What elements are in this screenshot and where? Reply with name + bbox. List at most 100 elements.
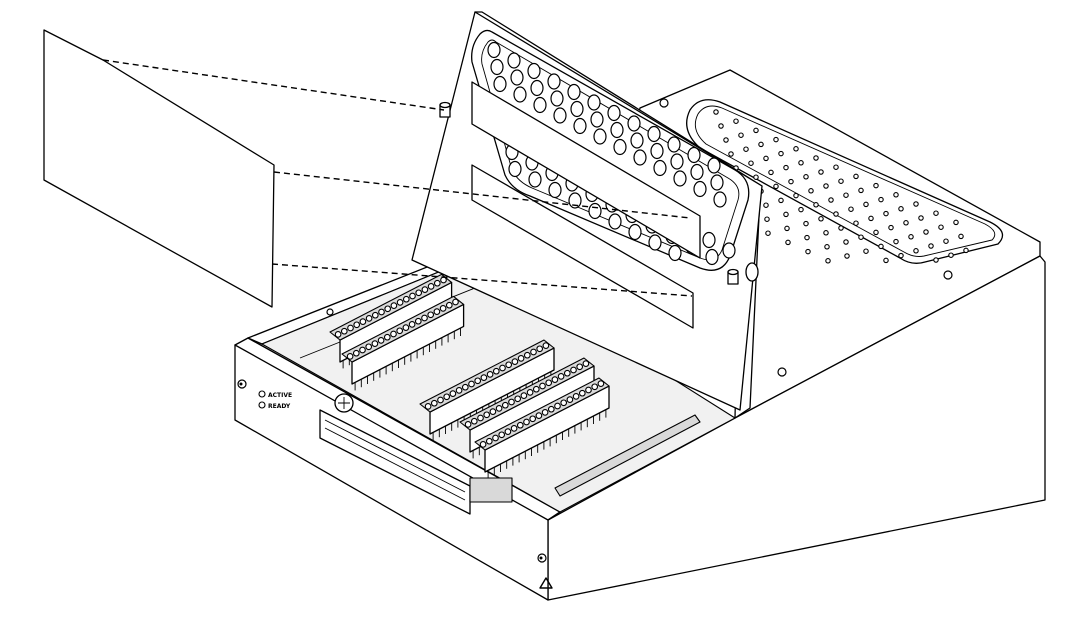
terminal-screw: [440, 276, 447, 284]
cover-hole: [908, 234, 914, 240]
cover-hole: [758, 141, 764, 148]
terminal-screw: [424, 403, 432, 410]
led-active-label: ACTIVE: [268, 392, 292, 399]
cover-hole: [923, 229, 929, 235]
lid-hole: [630, 132, 644, 149]
warning-symbol: [539, 577, 553, 589]
terminal-screw: [535, 412, 543, 419]
cover-hole: [893, 192, 899, 198]
terminal-screw: [359, 318, 367, 325]
lid-hole: [590, 111, 604, 128]
terminal-screw: [396, 327, 404, 335]
cover-hole: [773, 183, 779, 190]
explode-line-3: [271, 263, 693, 297]
terminal-screw: [443, 393, 451, 401]
cover-hole: [738, 132, 744, 138]
lid-hole: [508, 160, 522, 178]
terminal-screw: [511, 358, 519, 365]
lid-hole: [573, 117, 587, 135]
cover-hole: [798, 160, 804, 166]
terminal-screw: [532, 385, 540, 393]
lid-hole: [547, 73, 561, 90]
cover-hole: [783, 211, 789, 218]
lid-hole: [710, 174, 724, 191]
cover-hole: [783, 164, 789, 171]
lid-hole: [568, 192, 582, 209]
terminal-screw: [576, 363, 584, 371]
lid-hole: [587, 94, 601, 111]
cover-hole: [868, 215, 874, 222]
terminal-screw: [504, 428, 512, 435]
lid-hole: [690, 163, 704, 181]
terminal-block-left-2: [341, 295, 465, 391]
terminal-screw: [477, 414, 484, 422]
lid-hole: [553, 107, 567, 124]
terminal-screw: [508, 398, 515, 406]
terminal-screw: [461, 383, 469, 391]
terminal-screw: [396, 299, 404, 306]
terminal-screw: [437, 396, 444, 404]
terminal-screw: [445, 301, 453, 309]
cover-hole: [838, 178, 844, 184]
terminal-screw: [585, 386, 592, 394]
terminal-screw: [464, 421, 472, 428]
cover-hole: [853, 220, 859, 226]
cover-hole: [933, 210, 939, 216]
terminal-screw: [427, 283, 435, 290]
terminal-screw: [523, 418, 530, 426]
terminal-screw: [495, 405, 503, 412]
cover-hole: [878, 243, 884, 250]
lid-hole: [628, 223, 642, 241]
terminal-screw: [384, 305, 392, 313]
terminal-screw: [402, 324, 410, 331]
terminal-screw: [516, 421, 524, 429]
screw-top-3: [777, 367, 787, 377]
cover-hole: [873, 182, 879, 189]
cover-hole: [938, 224, 944, 230]
lid-hole: [530, 79, 544, 97]
lid-hole: [647, 125, 661, 143]
terminal-screw: [530, 348, 537, 356]
cover-hole: [805, 248, 811, 255]
terminal-screw: [479, 441, 487, 448]
terminal-screw: [415, 289, 423, 297]
cover-hole: [833, 211, 839, 217]
terminal-blocks: [329, 273, 610, 479]
cover-hole: [828, 197, 834, 203]
cover-outline: [686, 99, 1004, 264]
cover-hole: [763, 202, 769, 208]
terminal-screw: [371, 311, 379, 319]
lid-hole: [610, 121, 624, 139]
lid-hole: [493, 75, 507, 93]
terminal-screw: [541, 409, 549, 416]
cover-hole: [913, 248, 919, 254]
cover-hole: [963, 247, 969, 254]
terminal-screw: [480, 374, 488, 381]
cover-hole: [718, 123, 724, 129]
terminal-screw: [427, 311, 435, 319]
led-ready: [258, 401, 266, 409]
terminal-screw: [517, 355, 525, 362]
cover-hole: [838, 225, 844, 231]
terminal-screw: [359, 346, 366, 354]
cover-hole: [863, 248, 869, 254]
lid-hole: [648, 234, 662, 251]
lid-hole: [667, 136, 681, 153]
terminal-screw: [526, 389, 534, 396]
terminal-screw: [439, 305, 447, 312]
lid-hole: [570, 100, 584, 118]
cover-hole: [803, 174, 809, 180]
cover-hole: [753, 127, 759, 134]
cover-hole: [825, 258, 831, 264]
cover-hole: [785, 239, 791, 246]
cover-hole: [723, 137, 729, 143]
terminal-screw: [468, 380, 475, 388]
terminal-screw: [489, 408, 497, 415]
lid-hole: [670, 153, 684, 170]
terminal-screw: [545, 379, 553, 387]
cover-hole: [748, 160, 754, 166]
terminal-screw: [352, 349, 360, 357]
led-ready-label: READY: [268, 403, 291, 410]
cover-hole: [844, 253, 850, 259]
